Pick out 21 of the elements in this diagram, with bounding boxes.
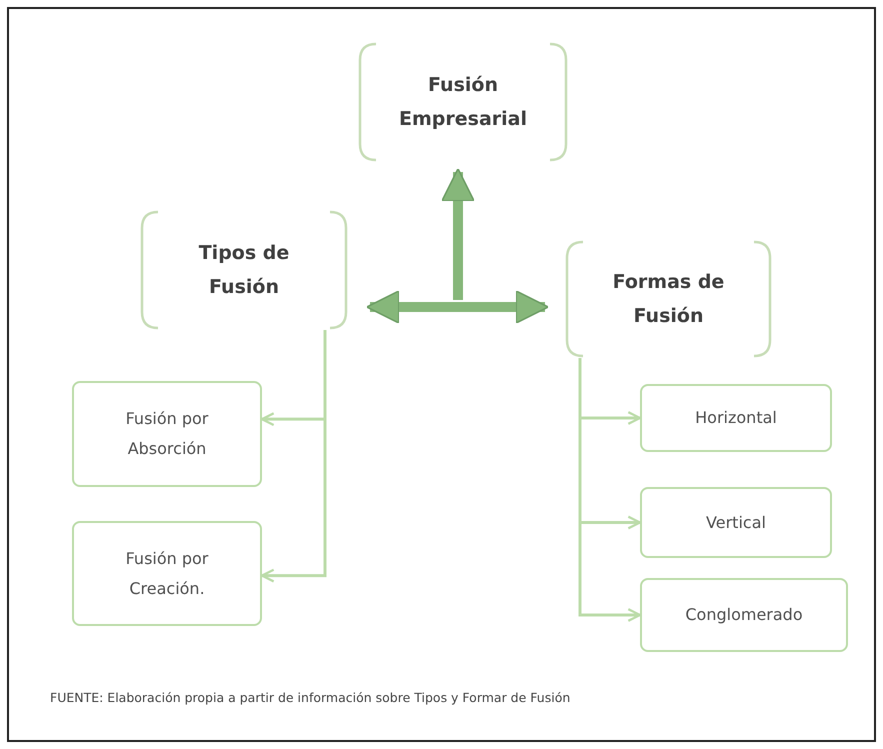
rounded-box bbox=[640, 384, 832, 452]
rounded-box bbox=[72, 381, 262, 487]
arrow bbox=[578, 358, 642, 622]
node-label: Horizontal bbox=[695, 407, 777, 429]
node-label: Fusión por Absorción bbox=[124, 408, 210, 460]
rounded-box bbox=[72, 521, 262, 626]
bracket-frame bbox=[358, 42, 568, 162]
arrow bbox=[441, 168, 475, 300]
node-label: Tipos de Fusión bbox=[198, 241, 290, 300]
node-label: Formas de Fusión bbox=[612, 270, 726, 329]
rounded-box bbox=[640, 578, 848, 652]
arrow bbox=[260, 330, 326, 583]
node-label: Fusión Empresarial bbox=[398, 73, 528, 132]
arrow bbox=[366, 290, 549, 324]
rounded-box bbox=[640, 487, 832, 558]
node-label: Vertical bbox=[706, 512, 766, 534]
bracket-frame bbox=[140, 210, 348, 330]
node-label: Fusión por Creación. bbox=[124, 548, 210, 600]
source-caption: FUENTE: Elaboración propia a partir de información sobre Tipos y Formar de Fusión bbox=[50, 690, 570, 705]
bracket-frame bbox=[565, 240, 772, 358]
node-label: Conglomerado bbox=[685, 604, 803, 626]
